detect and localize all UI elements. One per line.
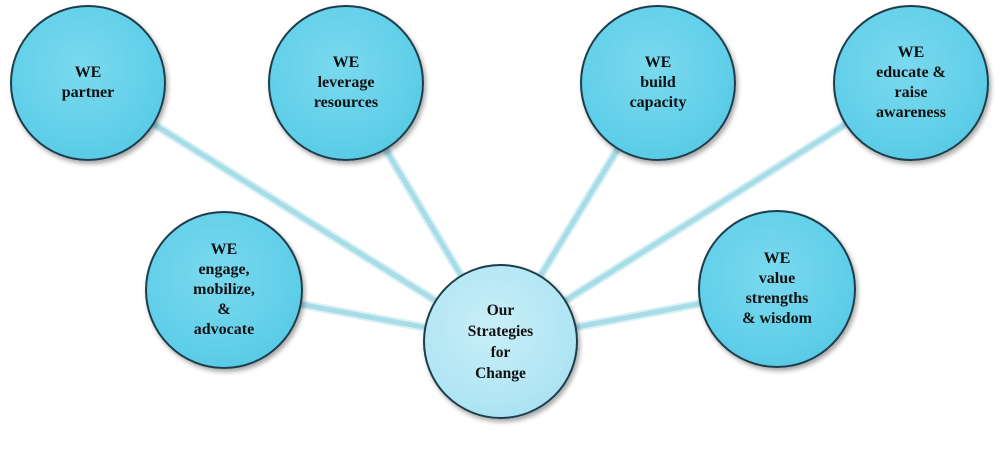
strategy-node-value-strengths-wisdom: WE value strengths & wisdom bbox=[698, 210, 856, 368]
connector-partner bbox=[85, 80, 503, 344]
strategy-node-leverage-resources: WE leverage resources bbox=[268, 5, 424, 161]
strategy-label-partner: WE partner bbox=[61, 64, 115, 101]
center-node-label: Our Strategies for Change bbox=[467, 301, 534, 382]
strategy-node-partner: WE partner bbox=[10, 5, 166, 161]
strategy-label-value-strengths-wisdom: WE value strengths & wisdom bbox=[742, 250, 812, 327]
center-node-strategies-for-change: Our Strategies for Change bbox=[423, 264, 578, 419]
strategy-node-engage-mobilize-advocate: WE engage, mobilize, & advocate bbox=[145, 211, 303, 369]
strategy-label-build-capacity: WE build capacity bbox=[629, 54, 687, 111]
strategy-node-educate-raise-awareness: WE educate & raise awareness bbox=[833, 5, 989, 161]
connector-educate-raise-awareness bbox=[498, 80, 914, 344]
strategy-label-leverage-resources: WE leverage resources bbox=[313, 54, 379, 111]
strategy-label-educate-raise-awareness: WE educate & raise awareness bbox=[876, 44, 946, 121]
strategy-label-engage-mobilize-advocate: WE engage, mobilize, & advocate bbox=[193, 241, 255, 338]
strategy-node-build-capacity: WE build capacity bbox=[580, 5, 736, 161]
